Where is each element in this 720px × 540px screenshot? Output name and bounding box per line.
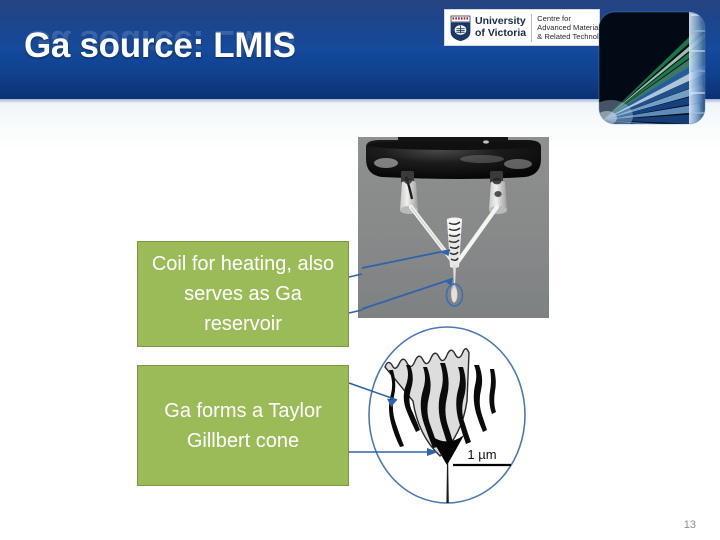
page-number: 13	[683, 519, 696, 531]
callout-taylor-cone: Ga forms a Taylor Gillbert cone	[137, 365, 349, 486]
lmis-source-photograph	[358, 137, 549, 318]
taylor-cone-diagram: 1 µm	[368, 326, 526, 504]
logo-centre-name: Centre for Advanced Materials & Related …	[537, 14, 611, 42]
logo-centre-line1: Centre for	[537, 13, 571, 23]
page-title: Ga source: LMIS	[24, 26, 296, 65]
logo-institution-name: University of Victoria	[475, 15, 527, 39]
logo-institution-line1: University	[475, 15, 526, 27]
logo-centre-line3: & Related Technology	[537, 32, 611, 42]
scale-bar-label: 1 µm	[467, 447, 496, 462]
callout-coil-for-heating: Coil for heating, also serves as Ga rese…	[137, 241, 349, 347]
logo-institution-line2: of Victoria	[475, 26, 527, 39]
logo-centre-line2: Advanced Materials	[537, 22, 604, 32]
blue-light-rays-graphic	[598, 11, 706, 125]
shield-crest-icon	[450, 15, 471, 41]
logo-divider	[531, 13, 533, 42]
university-logo: University of Victoria Centre for Advanc…	[444, 9, 611, 46]
